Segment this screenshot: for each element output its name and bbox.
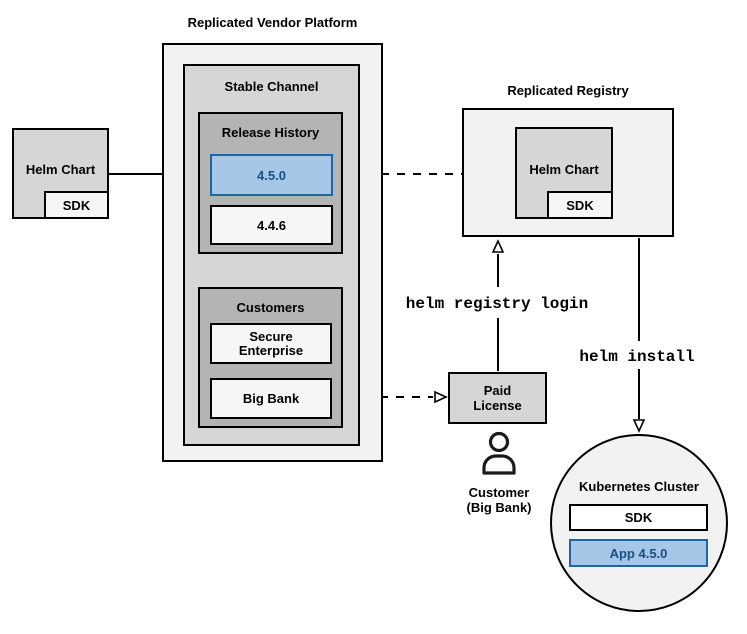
helm-source-box: Helm Chart SDK bbox=[12, 128, 109, 219]
registry-helm-chart-box: Helm Chart SDK bbox=[515, 127, 613, 219]
release-450-label: 4.5.0 bbox=[257, 167, 286, 183]
stable-channel-box: Stable Channel Release History 4.5.0 4.4… bbox=[183, 64, 360, 446]
kubernetes-cluster-label: Kubernetes Cluster bbox=[579, 479, 699, 494]
customer-big-bank-label: Big Bank bbox=[242, 391, 300, 406]
customers-label: Customers bbox=[236, 300, 305, 315]
command-install: helm install bbox=[579, 348, 695, 366]
customer-big-bank-box: Big Bank bbox=[210, 378, 332, 419]
helm-source-sdk-label: SDK bbox=[62, 197, 91, 213]
registry-title: Replicated Registry bbox=[507, 83, 629, 98]
kubernetes-cluster-circle: Kubernetes Cluster SDK App 4.5.0 bbox=[550, 434, 728, 612]
customer-name-label: Customer bbox=[468, 485, 530, 500]
registry-sdk-label: SDK bbox=[566, 197, 594, 213]
customers-box: Customers Secure Enterprise Big Bank bbox=[198, 287, 343, 428]
stable-channel-label: Stable Channel bbox=[224, 79, 319, 94]
platform-title: Replicated Vendor Platform bbox=[187, 15, 358, 30]
person-icon bbox=[482, 431, 516, 475]
cluster-app-label: App 4.5.0 bbox=[609, 545, 668, 561]
arrow-registry-to-cluster bbox=[632, 238, 646, 433]
helm-source-sdk-box: SDK bbox=[44, 191, 109, 219]
registry-box: Helm Chart SDK bbox=[462, 108, 674, 237]
customer-secure-enterprise-label: Secure Enterprise bbox=[238, 328, 304, 358]
release-history-label: Release History bbox=[221, 125, 320, 140]
release-450-box: 4.5.0 bbox=[210, 154, 333, 196]
customer-org-label: (Big Bank) bbox=[466, 500, 532, 515]
paid-license-label: Paid License bbox=[473, 383, 522, 413]
release-446-label: 4.4.6 bbox=[257, 217, 286, 233]
cluster-sdk-label: SDK bbox=[624, 510, 653, 525]
release-446-box: 4.4.6 bbox=[210, 205, 333, 245]
platform-box: Stable Channel Release History 4.5.0 4.4… bbox=[162, 43, 383, 462]
customer-secure-enterprise-box: Secure Enterprise bbox=[210, 323, 332, 364]
registry-helm-chart-label: Helm Chart bbox=[529, 162, 599, 177]
registry-sdk-box: SDK bbox=[547, 191, 613, 219]
release-history-box: Release History 4.5.0 4.4.6 bbox=[198, 112, 343, 254]
cluster-sdk-box: SDK bbox=[569, 504, 708, 531]
helm-source-label: Helm Chart bbox=[25, 162, 96, 177]
cluster-app-box: App 4.5.0 bbox=[569, 539, 708, 567]
command-registry-login: helm registry login bbox=[405, 295, 589, 313]
paid-license-box: Paid License bbox=[448, 372, 547, 424]
